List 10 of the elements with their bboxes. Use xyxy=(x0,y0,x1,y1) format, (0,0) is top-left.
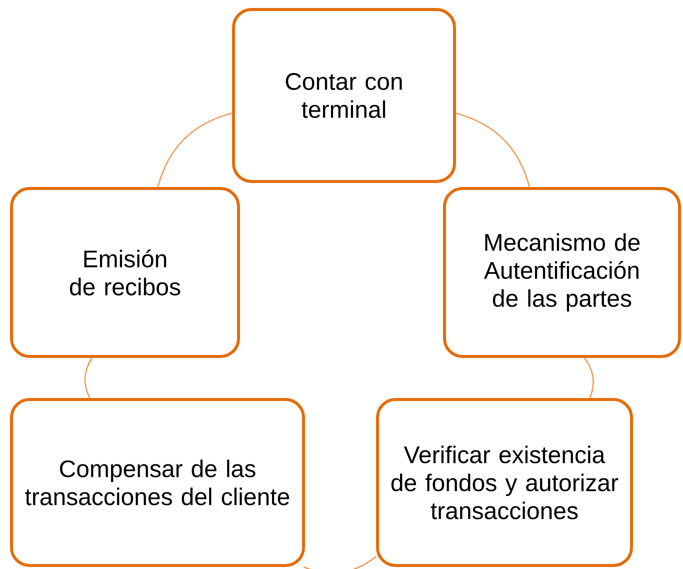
process-box: Mecanismo de Autentificación de las partes xyxy=(443,186,681,358)
connector-arc xyxy=(584,358,594,398)
connector-arc xyxy=(303,556,376,569)
connector-arc xyxy=(84,358,92,398)
connector-arc xyxy=(157,112,232,188)
process-box: Verificar existencia de fondos y autorizar transacciones xyxy=(376,398,633,567)
process-box: Compensar de las transacciones del cliente xyxy=(10,398,305,567)
process-box: Emisión de recibos xyxy=(10,186,240,358)
connector-arc xyxy=(456,112,530,188)
process-box: Contar con terminal xyxy=(232,8,456,183)
